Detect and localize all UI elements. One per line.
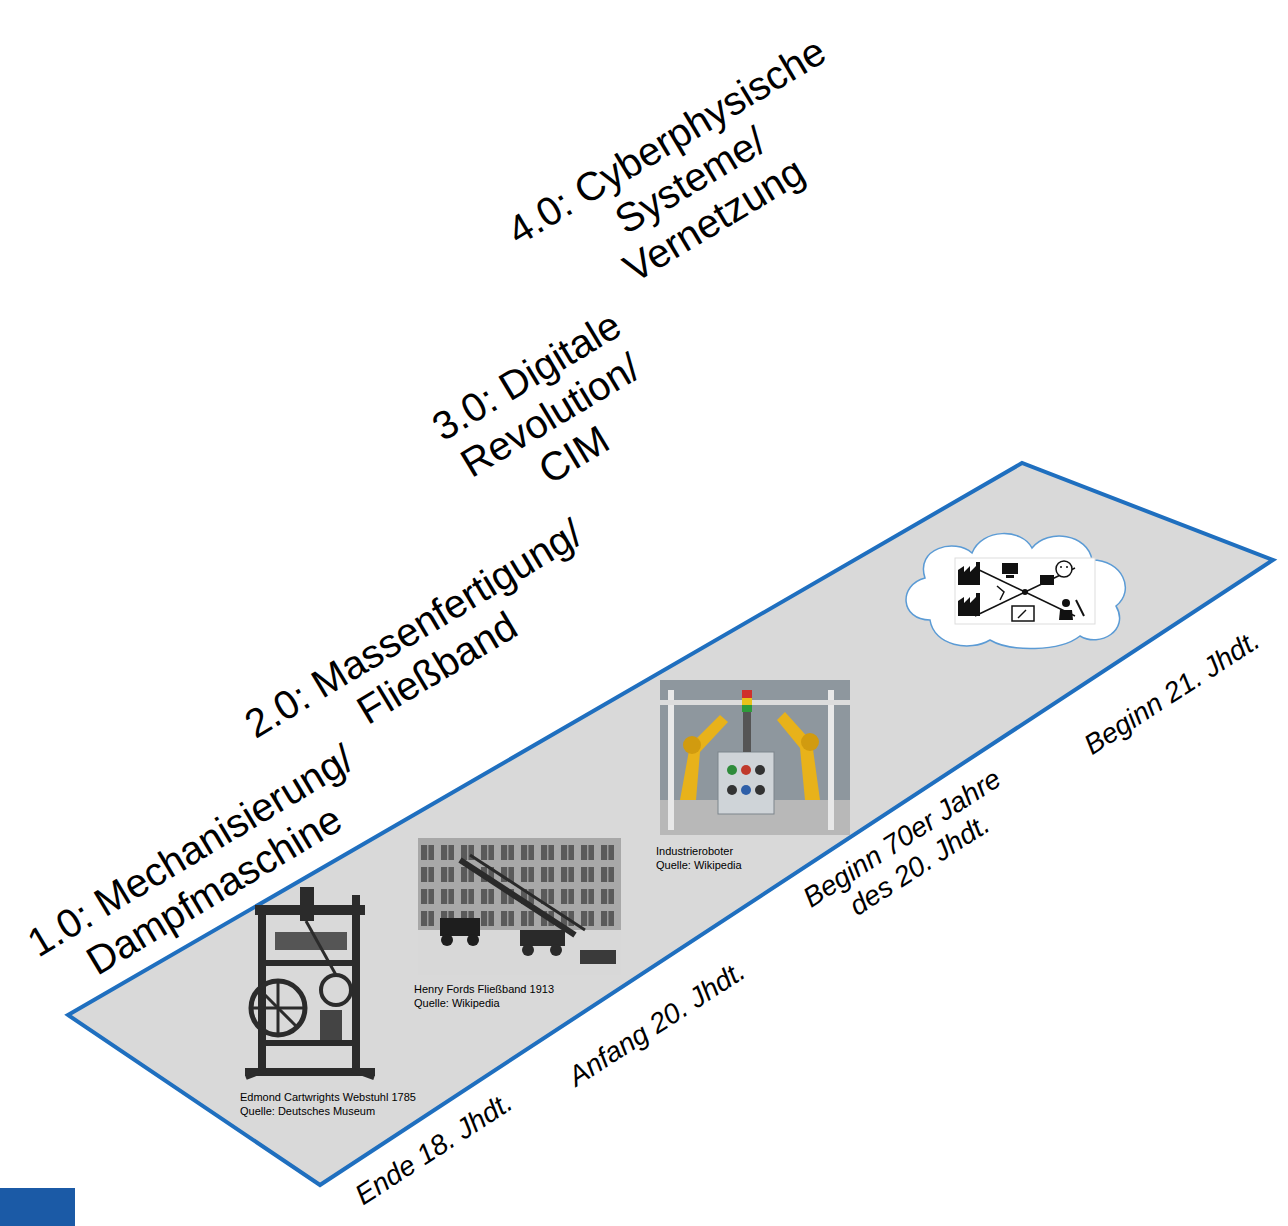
stage-heading: 3.0: Digitale Revolution/ CIM (407, 291, 692, 538)
industrial-robot-photo-part (742, 690, 752, 698)
network-cloud-part (1056, 561, 1072, 577)
network-cloud (906, 534, 1125, 649)
loom-picture-part (246, 1070, 266, 1078)
network-cloud-part (1022, 589, 1028, 595)
industrial-robot-photo-part (755, 765, 765, 775)
loom-picture-part (352, 895, 360, 1073)
logo-block (0, 1188, 75, 1226)
industrial-robot-photo (660, 680, 850, 835)
loom-picture-part (251, 981, 305, 1035)
industrial-robot-photo-part (741, 765, 751, 775)
loom-picture-part (255, 905, 365, 915)
assembly-line-photo-part (520, 930, 565, 946)
loom-picture-part (259, 989, 297, 1027)
network-cloud-part (1012, 606, 1034, 621)
industrial-robot-photo-part (660, 680, 850, 835)
picture-caption: Industrieroboter (656, 845, 733, 858)
picture-caption: Henry Fords Fließband 1913 (414, 983, 554, 996)
network-cloud-part (997, 586, 1004, 600)
industrial-robot-photo-part (801, 733, 819, 751)
industrial-robot-photo-part (727, 785, 737, 795)
assembly-line-photo (418, 838, 621, 975)
stage-heading: 4.0: Cyberphysische Systeme/ Vernetzung (495, 25, 885, 335)
industrial-robot-photo-part (755, 785, 765, 795)
industrial-robot-photo-part (683, 736, 701, 754)
network-cloud-part (1040, 575, 1054, 585)
network-cloud-part (1060, 566, 1062, 568)
industrial-robot-photo-part (718, 752, 774, 814)
network-cloud-part (958, 562, 980, 585)
network-cloud-part (1018, 610, 1026, 618)
network-cloud-part (1002, 563, 1018, 574)
assembly-line-photo-part (550, 944, 562, 956)
network-cloud-part (1076, 600, 1084, 616)
picture-source: Quelle: Deutsches Museum (240, 1105, 375, 1118)
loom-picture-part (321, 975, 351, 1005)
assembly-line-photo-part (440, 918, 480, 936)
loom-picture-part (306, 921, 336, 975)
assembly-line-photo-part (418, 842, 621, 930)
network-cloud-part (1062, 599, 1070, 607)
industrial-robot-photo-part (727, 765, 737, 775)
assembly-line-photo-part (418, 838, 621, 975)
assembly-line-photo-part (470, 855, 585, 930)
network-cloud-part (1006, 575, 1014, 578)
loom-picture-part (275, 932, 347, 950)
network-cloud-part (958, 593, 980, 616)
industrial-robot-photo-part (743, 712, 751, 752)
picture-source: Quelle: Wikipedia (656, 859, 742, 872)
assembly-line-photo-part (522, 944, 534, 956)
industrial-robot-photo-part (742, 698, 752, 705)
loom-picture-part (258, 1040, 358, 1046)
assembly-line-photo-part (418, 930, 621, 975)
industrial-robot-photo-part (668, 690, 674, 830)
loom-picture-part (320, 1010, 342, 1040)
loom-picture-part (352, 1070, 374, 1078)
loom-picture-part (300, 887, 314, 921)
loom-picture-part (258, 960, 358, 966)
assembly-line-photo-part (467, 934, 479, 946)
logo-block-part (0, 1188, 75, 1226)
picture-source: Quelle: Wikipedia (414, 997, 500, 1010)
network-cloud-part (955, 558, 1095, 624)
industrial-robot-photo-part (828, 690, 834, 830)
picture-caption: Edmond Cartwrights Webstuhl 1785 (240, 1091, 416, 1104)
industrial-robot-photo-part (741, 785, 751, 795)
industrial-robot-photo-part (777, 712, 820, 800)
loom-picture (245, 887, 375, 1078)
network-cloud-part (906, 534, 1125, 649)
industrial-robot-photo-part (660, 700, 850, 705)
industrial-robot-photo-part (742, 705, 752, 712)
network-cloud-part (1059, 610, 1073, 620)
network-cloud-part (1066, 566, 1068, 568)
assembly-line-photo-part (441, 934, 453, 946)
assembly-line-photo-part (580, 950, 616, 964)
